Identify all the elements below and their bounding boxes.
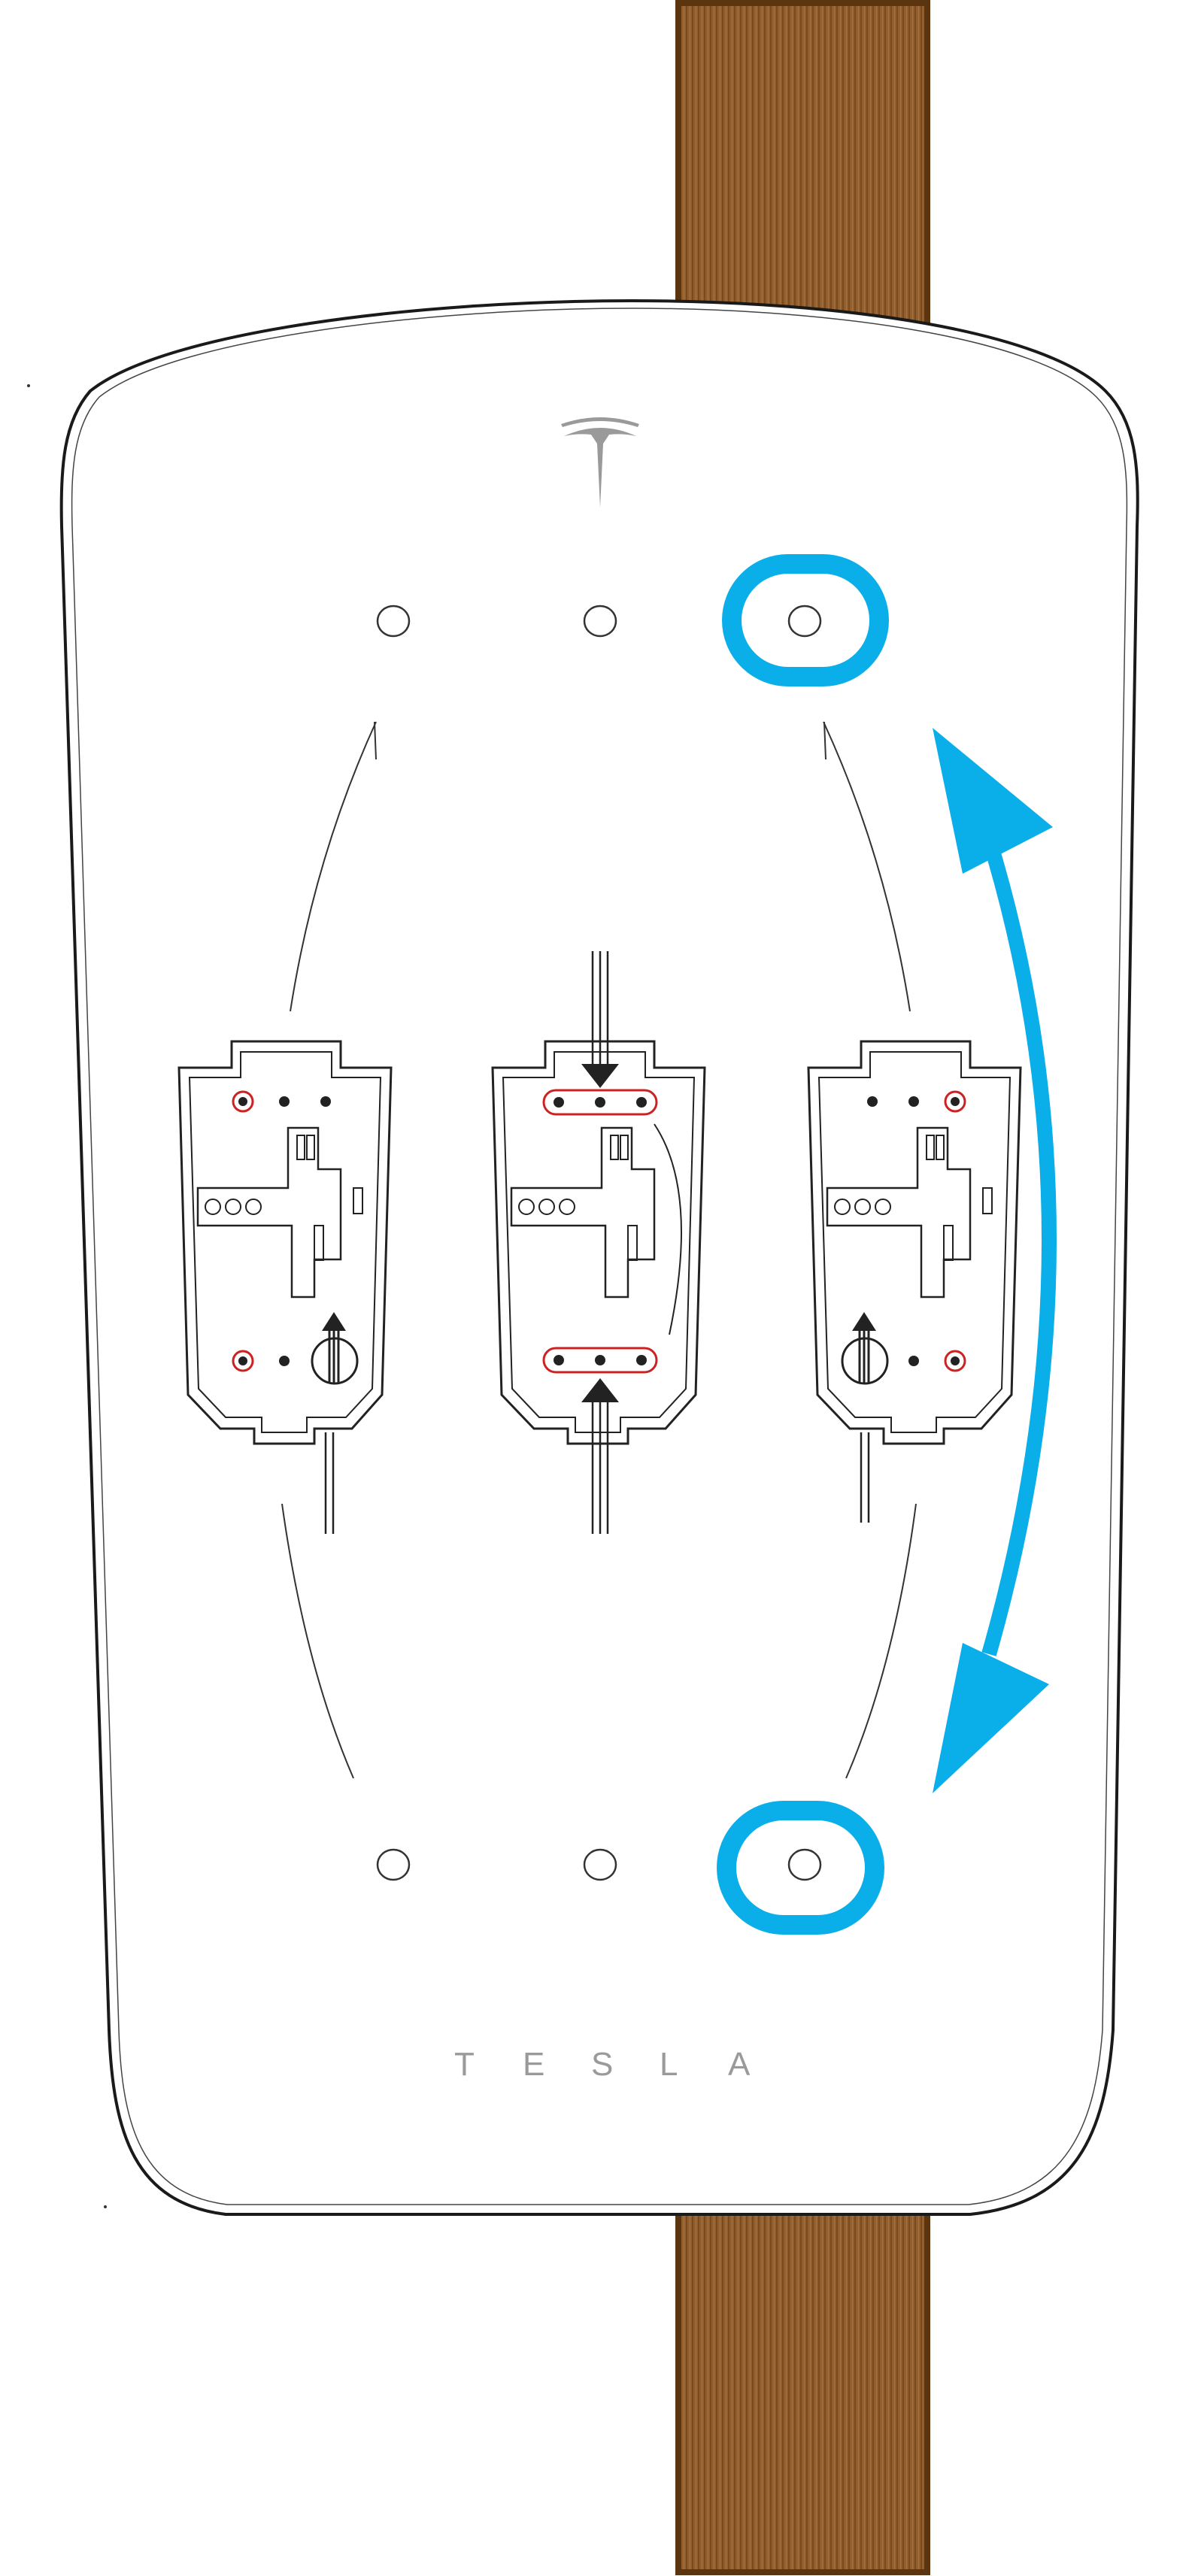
mounting-hole-top-center (583, 605, 617, 638)
guide-arcs (281, 721, 917, 1779)
wordmark-letter: S (591, 2046, 613, 2083)
tesla-logo-icon (561, 417, 639, 508)
wordmark-letter: A (728, 2046, 751, 2083)
mounting-hole-top-left (376, 605, 411, 638)
highlight-rings (717, 554, 889, 1935)
cable-entry-option-left (177, 1040, 393, 1534)
highlight-ring-top-right (722, 554, 889, 686)
speck (104, 2205, 107, 2208)
double-arrow-icon (933, 728, 1057, 1793)
wordmark-letter: T (454, 2046, 475, 2083)
mounting-hole-bottom-right (787, 1848, 822, 1881)
wordmark-letter: E (523, 2046, 544, 2083)
wordmark-letter: L (660, 2046, 678, 2083)
cable-entry-option-right (807, 1040, 1022, 1523)
mounting-hole-bottom-center (583, 1848, 617, 1881)
wooden-post (675, 0, 930, 2575)
mounting-hole-bottom-left (376, 1848, 411, 1881)
speck (27, 384, 30, 387)
cable-entry-option-center (491, 951, 706, 1534)
top-mounting-holes (376, 605, 822, 638)
tesla-wordmark: T E S L A (454, 2046, 751, 2083)
bottom-mounting-holes (376, 1848, 822, 1881)
mounting-hole-top-right (787, 605, 822, 638)
highlight-ring-bottom-right (717, 1801, 884, 1935)
backplate-inner-edge (71, 308, 1128, 2205)
